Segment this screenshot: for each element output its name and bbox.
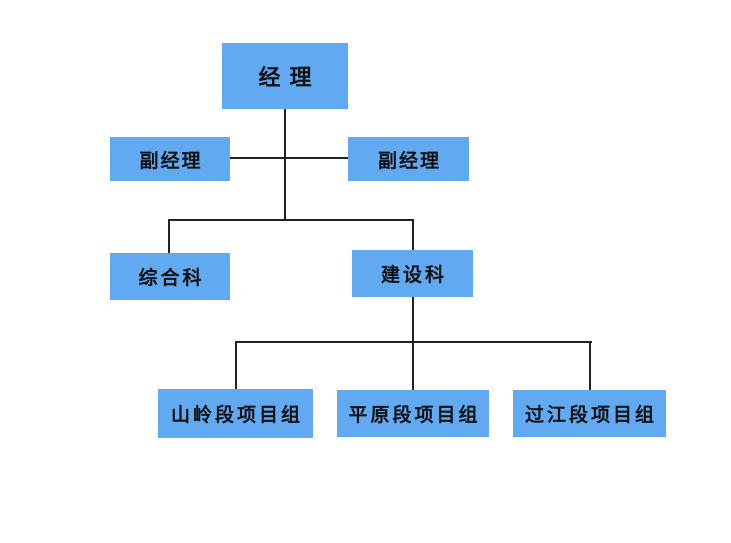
connector-general-office-drop	[168, 219, 170, 253]
org-node-deputy-manager-right: 副经理	[348, 137, 469, 181]
org-node-mountain-section-team: 山岭段项目组	[158, 389, 313, 438]
connector-river-team-drop	[589, 341, 591, 390]
org-node-manager: 经理	[222, 43, 348, 109]
connector-level3-horizontal	[235, 341, 592, 343]
connector-deputy-horizontal	[230, 157, 348, 159]
connector-construction-dept-drop	[412, 219, 414, 250]
org-node-deputy-manager-left: 副经理	[110, 137, 230, 181]
org-node-construction-dept: 建设科	[352, 250, 473, 297]
org-node-river-crossing-team: 过江段项目组	[513, 390, 666, 437]
org-node-plain-section-team: 平原段项目组	[337, 390, 489, 437]
connector-construction-dept-trunk	[412, 297, 414, 390]
connector-manager-trunk	[284, 109, 286, 221]
org-node-general-office: 综合科	[110, 253, 230, 300]
connector-level2-horizontal	[168, 219, 414, 221]
connector-mountain-team-drop	[235, 341, 237, 389]
